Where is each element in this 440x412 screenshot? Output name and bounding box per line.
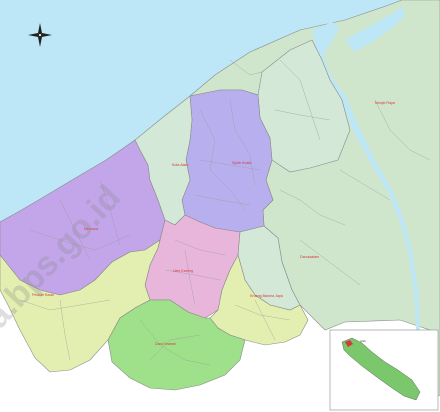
river: [312, 22, 420, 330]
region-yellow-green-west: [0, 239, 161, 373]
north-arrow-icon: [28, 23, 52, 47]
svg-text:Darussalam: Darussalam: [300, 255, 319, 259]
region-blue-violet: [181, 89, 274, 233]
svg-text:Darul Imarah: Darul Imarah: [155, 342, 176, 346]
village-borders: [19, 59, 431, 366]
svg-text:Aceh: Aceh: [360, 339, 366, 343]
svg-text:Krueng Barona Jaya: Krueng Barona Jaya: [250, 294, 283, 298]
harbor-water: [345, 6, 405, 52]
svg-text:Mesjid Raya: Mesjid Raya: [375, 101, 395, 105]
sea: [0, 0, 402, 222]
region-light-green-central: [134, 95, 193, 226]
svg-text:Peukan Bada: Peukan Bada: [32, 293, 54, 297]
svg-text:Kuta Alam: Kuta Alam: [172, 163, 188, 167]
district-labels: Kuta Alam Syiah Kuala Mesjid Raya Meurax…: [32, 101, 395, 346]
region-yellow-green-east: [209, 254, 309, 346]
svg-text:Syiah Kuala: Syiah Kuala: [232, 161, 251, 165]
region-green-south: [107, 299, 246, 391]
svg-text:Ulee Kareng: Ulee Kareng: [173, 269, 193, 273]
inset-map: Aceh: [329, 329, 439, 411]
svg-text:Meuraxa: Meuraxa: [84, 227, 98, 231]
